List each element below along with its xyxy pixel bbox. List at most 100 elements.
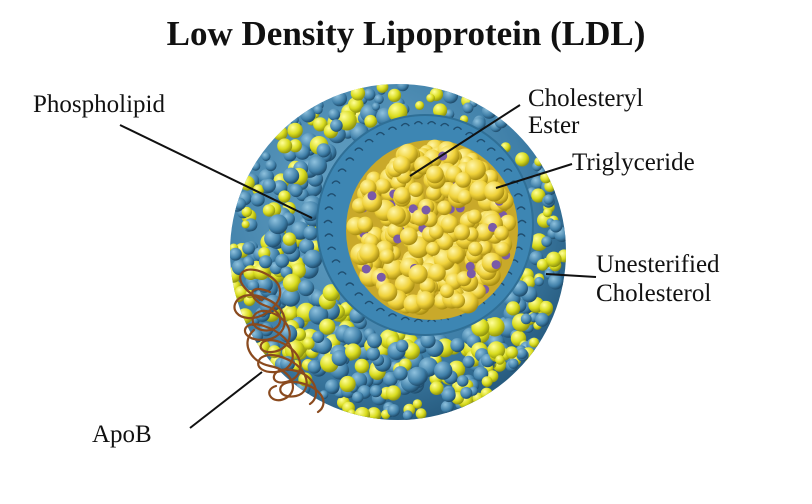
lipid-tail-mark — [427, 121, 437, 125]
phospholipid-head — [319, 318, 336, 335]
triglyceride-molecule — [428, 263, 446, 282]
triglyceride-molecule — [426, 165, 444, 184]
leader-triglyceride — [495, 163, 573, 189]
phospholipid-head — [481, 376, 493, 387]
shell-bead — [250, 161, 261, 171]
leader-lines — [119, 104, 597, 429]
triglyceride-molecule — [359, 242, 380, 264]
phospholipid-head — [282, 273, 301, 292]
phospholipid-head — [273, 125, 288, 141]
phospholipid-head — [480, 387, 493, 400]
phospholipid-head — [495, 355, 505, 365]
lipid-tail-mark — [387, 126, 398, 131]
leader-phospholipid — [119, 124, 313, 219]
label-cholesteryl-ester-line2: Ester — [528, 112, 580, 139]
lipid-tail-mark — [324, 233, 334, 237]
cholesteryl-ester-molecule — [361, 264, 371, 274]
shell-bead — [307, 360, 322, 374]
phospholipid-head — [426, 93, 435, 103]
phospholipid-tails — [323, 121, 527, 323]
cholesteryl-ester-molecule — [466, 269, 476, 279]
triglyceride-molecule — [437, 233, 454, 251]
cholesteryl-ester-molecule — [367, 191, 377, 201]
lipid-tail-mark — [323, 219, 333, 224]
shell-bead — [328, 108, 341, 121]
diagram-title: Low Density Lipoprotein (LDL) — [166, 14, 646, 53]
shell-bead — [313, 105, 323, 115]
phospholipid-head — [387, 88, 402, 102]
core-lipids — [346, 139, 516, 315]
cholesteryl-ester-molecule — [465, 261, 475, 271]
triglyceride-molecule — [425, 241, 440, 256]
shell-bead — [300, 201, 321, 222]
shell-bead — [407, 366, 427, 386]
shell-bead — [441, 388, 456, 403]
lipid-tail-mark — [331, 259, 341, 263]
cholesteryl-ester-molecule — [376, 272, 386, 282]
phospholipid-head — [412, 399, 423, 409]
triglyceride-molecule — [416, 291, 435, 310]
label-triglyceride: Triglyceride — [572, 149, 695, 176]
shell-bead — [387, 404, 401, 417]
shell-bead — [462, 355, 475, 368]
shell-bead — [543, 194, 554, 205]
shell-bead — [298, 279, 315, 297]
shell-bead — [283, 167, 300, 184]
shell-bead — [366, 346, 380, 361]
lipid-tail-mark — [413, 121, 423, 125]
lipid-tail-mark — [364, 300, 374, 305]
shell-bead — [395, 339, 409, 353]
triglyceride-molecule — [437, 200, 452, 216]
shell-bead — [535, 312, 550, 327]
triglyceride-molecule — [440, 284, 454, 299]
phospholipid-head — [288, 139, 302, 153]
shell-bead — [534, 276, 544, 287]
shell-bead — [331, 91, 347, 107]
triglyceride-molecule — [446, 245, 465, 264]
triglyceride-molecule — [467, 209, 482, 224]
shell-bead — [258, 255, 273, 269]
phospholipid-head — [366, 407, 381, 420]
shell-bead — [541, 236, 553, 248]
shell-bead — [481, 104, 497, 119]
triglyceride-molecule — [408, 264, 428, 284]
phospholipid-head — [536, 258, 549, 271]
lipid-tail-mark — [354, 147, 364, 152]
lipid-tail-mark — [345, 282, 355, 286]
shell-bead — [330, 119, 343, 132]
shell-bead — [264, 230, 282, 248]
leader-cholesteryl-ester — [409, 104, 521, 177]
phospholipid-head — [283, 306, 298, 321]
lipid-tail-mark — [324, 206, 334, 210]
lipid-tail-mark — [440, 122, 450, 127]
lipid-tail-mark — [364, 138, 374, 143]
label-unesterified-line1: Unesterified — [596, 251, 720, 278]
shell-bead — [443, 88, 458, 104]
lipid-tail-mark — [516, 206, 526, 210]
shell-bead — [520, 313, 532, 325]
leader-apob — [189, 371, 263, 429]
triglyceride-molecule — [379, 248, 395, 264]
phospholipid-head — [485, 317, 505, 337]
shell-bead — [393, 366, 408, 381]
lipid-tail-mark — [327, 193, 337, 197]
lipid-tail-mark — [337, 168, 347, 173]
phospholipid-head — [505, 346, 518, 359]
shell-bead — [250, 192, 265, 207]
lipid-tail-mark — [495, 157, 505, 161]
lipid-tail-mark — [400, 316, 410, 321]
shell-bead — [440, 400, 454, 414]
phospholipid-head — [546, 251, 562, 268]
shell-bead — [275, 254, 289, 268]
shell-bead — [456, 375, 469, 387]
phospholipid-head — [339, 375, 356, 393]
shell-bead — [307, 156, 327, 176]
lipid-tail-mark — [345, 157, 355, 161]
shell-bead — [316, 143, 331, 158]
lipid-tail-mark — [400, 122, 410, 127]
triglyceride-molecule — [438, 145, 460, 167]
phospholipid-head — [364, 114, 377, 128]
triglyceride-molecule — [440, 215, 459, 234]
phospholipid-head — [433, 103, 448, 118]
